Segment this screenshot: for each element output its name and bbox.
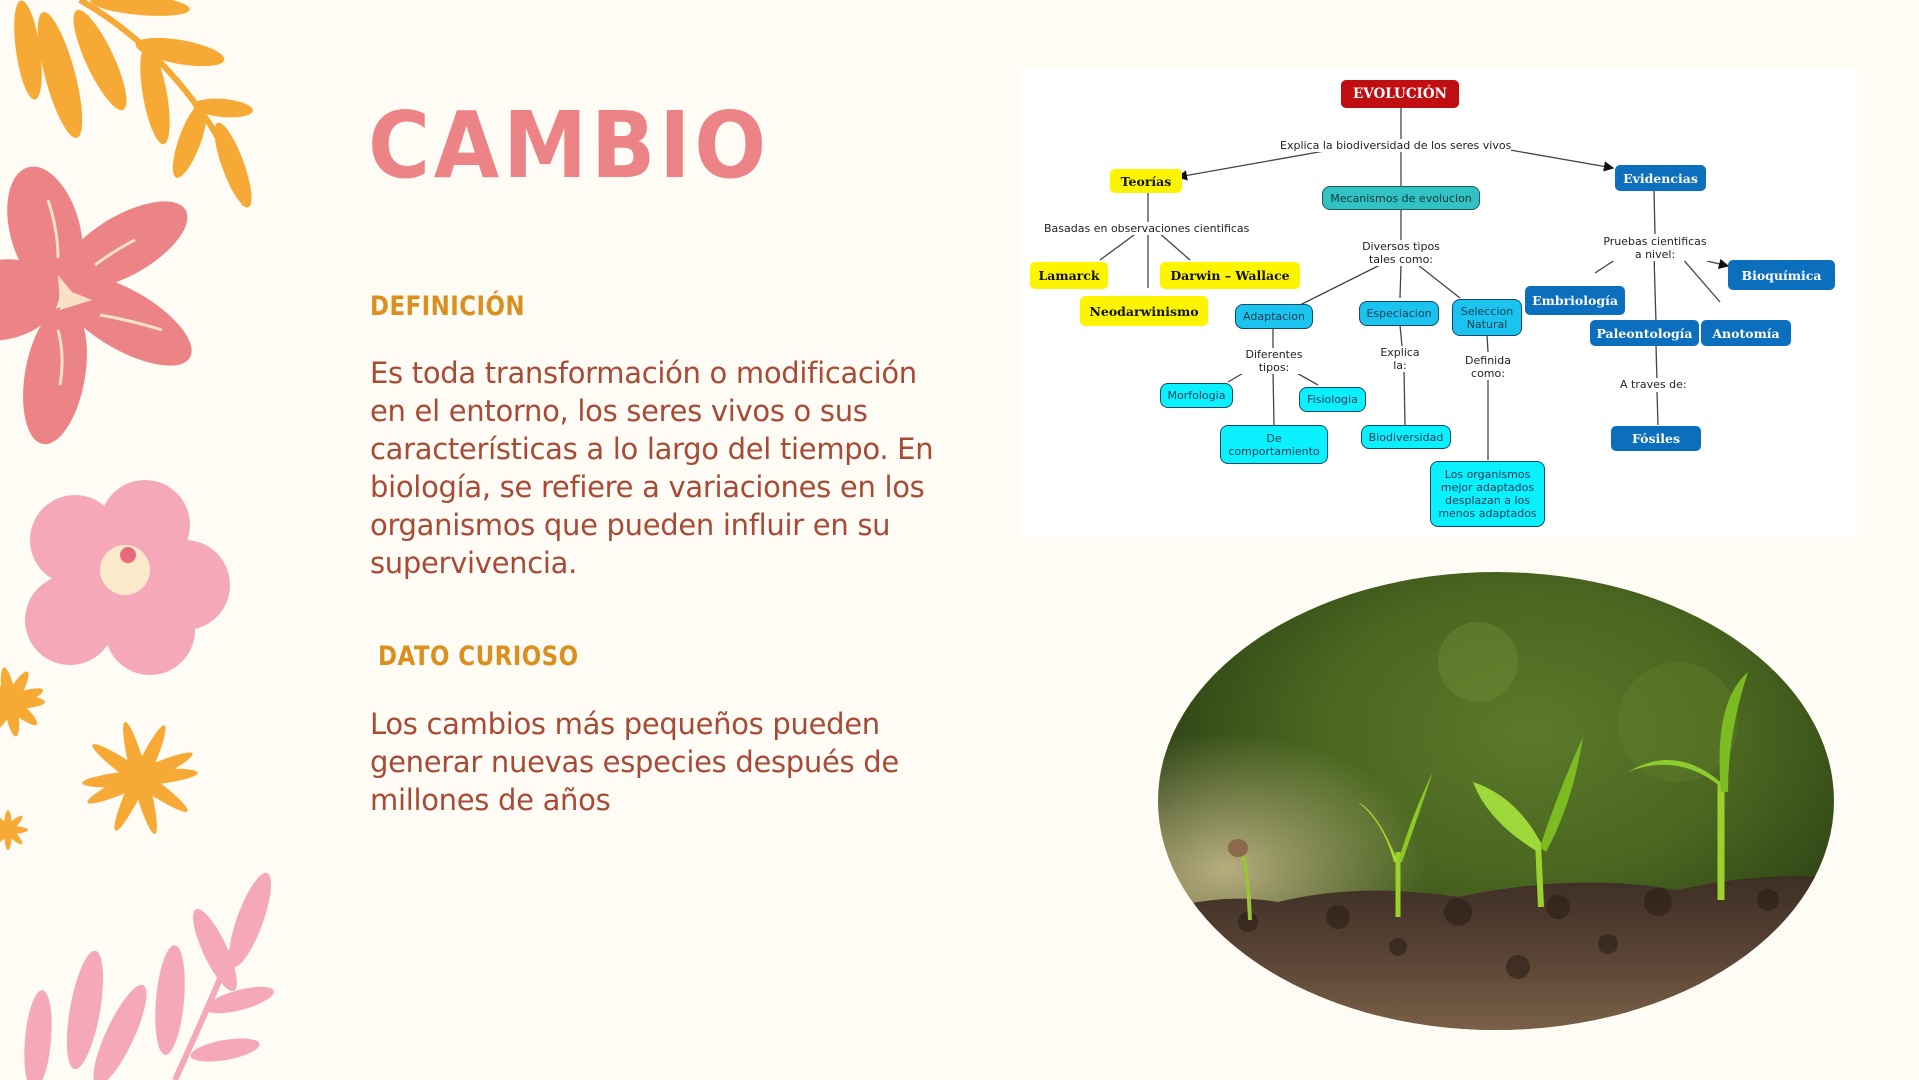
map-link-evidencias: Pruebas cientificas a nivel: [1600,235,1710,261]
map-node-especiacion: Especiacion [1359,301,1439,326]
map-node-fosiles: Fósiles [1611,426,1701,451]
map-node-biodiversidad: Biodiversidad [1361,425,1451,449]
seedlings-image [1158,572,1834,1030]
map-link-root: Explica la biodiversidad de los seres vi… [1280,139,1512,152]
map-node-teorias: Teorías [1110,169,1182,193]
map-link-paleontologia: A traves de: [1620,378,1687,391]
map-node-comportamiento: De comportamiento [1220,425,1328,464]
pink-fern-icon [24,872,274,1080]
map-link-mecanismos: Diversos tipos tales como: [1356,240,1446,266]
pink-lily-icon [0,166,192,445]
floral-decoration [0,0,274,1080]
map-node-anotomia: Anotomía [1701,320,1791,346]
map-link-adaptacion: Diferentes tipos: [1238,348,1310,374]
map-node-adaptacion: Adaptacion [1235,304,1313,329]
orange-fern-icon [14,0,253,208]
map-node-fisiologia: Fisiologia [1299,387,1366,412]
seedlings-photo [1158,572,1834,1030]
map-node-bioquimica: Bioquímica [1728,260,1835,290]
map-node-organismos: Los organismos mejor adaptados desplazan… [1430,461,1545,527]
definition-heading: DEFINICIÓN [370,291,526,322]
map-node-embriologia: Embriología [1525,286,1625,315]
slide-title: CAMBIO [368,92,770,199]
pink-blossom-icon [25,480,230,675]
map-node-darwin-wallace: Darwin – Wallace [1160,262,1300,289]
map-node-evolucion: EVOLUCIÓN [1341,80,1459,108]
concept-map-connectors [1099,108,1730,460]
map-link-teorias: Basadas en observaciones cientificas [1044,222,1250,235]
map-link-seleccion: Definida como: [1452,354,1524,380]
map-node-seleccion-natural: Seleccion Natural [1452,299,1522,336]
fun-fact-text: Los cambios más pequeños pueden generar … [370,707,899,817]
orange-daisy-icon [0,667,198,850]
map-node-evidencias: Evidencias [1615,165,1706,191]
map-node-lamarck: Lamarck [1030,262,1108,289]
definition-text: Es toda transformación o modificación en… [370,356,934,580]
map-link-especiacion: Explica la: [1375,346,1425,372]
map-node-paleontologia: Paleontología [1590,320,1699,346]
evolution-concept-map: EVOLUCIÓN Explica la biodiversidad de lo… [1020,70,1856,537]
map-node-neodarwinismo: Neodarwinismo [1080,296,1208,326]
map-node-morfologia: Morfologia [1160,383,1233,408]
map-node-mecanismos: Mecanismos de evolucion [1322,186,1480,210]
fun-fact-heading: DATO CURIOSO [378,641,579,672]
